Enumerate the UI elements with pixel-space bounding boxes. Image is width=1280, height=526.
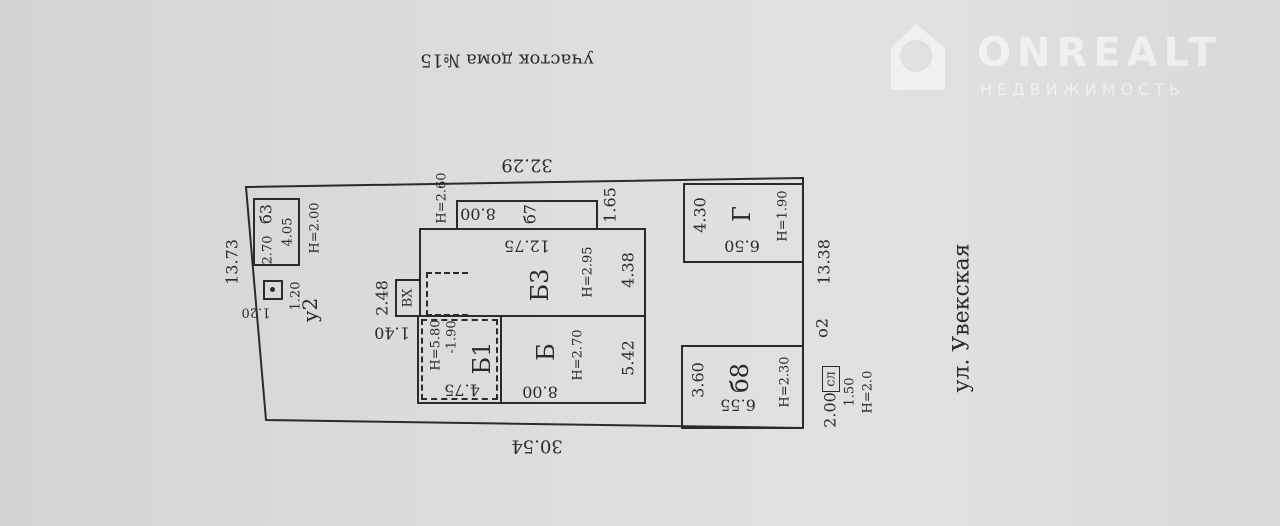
room-b8-len: 6.55: [720, 395, 756, 415]
sl-label: сл: [823, 371, 839, 387]
house-logo-icon: [891, 24, 945, 90]
b3-dashed-outline: [426, 272, 468, 316]
u2-b: 1.20: [288, 281, 304, 311]
room-b1-len: 4.75: [444, 380, 480, 400]
room-b7-width: 1.65: [600, 187, 620, 223]
entry-width: 1.40: [374, 323, 410, 343]
sl-height: H=2.0: [860, 370, 876, 414]
room-b3-len: 12.75: [504, 236, 550, 256]
room-b-height: H=2.70: [570, 329, 586, 381]
room-g-width: 4.30: [690, 197, 710, 233]
room-b7-label: б7: [520, 204, 540, 224]
shed-height: H=2.00: [307, 202, 323, 254]
shed-label: б3: [256, 204, 276, 224]
room-b8-label: б8: [726, 363, 754, 393]
u2-a: 1.20: [241, 304, 271, 320]
room-g: [683, 183, 804, 263]
room-b7: [456, 200, 598, 230]
street-name: ул. Увекская: [949, 243, 975, 393]
entry: [395, 279, 421, 317]
watermark-name: ONREALT: [977, 30, 1222, 76]
dim-left: 13.73: [222, 239, 242, 285]
o2-label: о2: [812, 318, 832, 338]
sl-a: 2.00: [820, 392, 840, 428]
room-b-width: 5.42: [618, 340, 638, 376]
room-b1-label: Б1: [468, 341, 496, 375]
entry-label: ВХ: [400, 288, 416, 308]
entry-len: 2.48: [372, 280, 392, 316]
u2-well: [263, 280, 283, 300]
watermark-sub: НЕДВИЖИМОСТЬ: [980, 80, 1186, 99]
sl-b: 1.50: [842, 377, 858, 407]
shed-b3: [253, 198, 300, 266]
b1-dashed-outline: [421, 319, 498, 400]
room-b7-len: 8.00: [460, 204, 496, 224]
dim-bottom: 30.54: [511, 435, 563, 457]
shed-width: 2.70: [260, 235, 276, 265]
room-b8-width: 3.60: [688, 362, 708, 398]
room-b3-width: 4.38: [618, 252, 638, 288]
room-g-label: Г: [728, 206, 756, 222]
u2-dot-icon: [270, 287, 275, 292]
room-b1-depth: -1.90: [444, 320, 460, 354]
room-b8: [681, 345, 804, 429]
room-b-label: Б: [532, 343, 560, 361]
room-b8-height: H=2.30: [777, 356, 793, 408]
room-b1: [417, 315, 502, 404]
room-b3-height: H=2.95: [580, 246, 596, 298]
sl-box: [822, 366, 840, 392]
room-b3-label: Б3: [526, 268, 554, 302]
room-b1-height: H=5.80: [428, 319, 444, 371]
dim-right: 13.38: [814, 239, 834, 285]
room-b7-height: H=2.60: [434, 172, 450, 224]
dim-top: 32.29: [501, 154, 553, 176]
room-g-len: 6.50: [724, 236, 760, 256]
shed-len: 4.05: [280, 217, 296, 247]
room-g-height: H=1.90: [775, 190, 791, 242]
room-b-len: 8.00: [522, 382, 558, 402]
